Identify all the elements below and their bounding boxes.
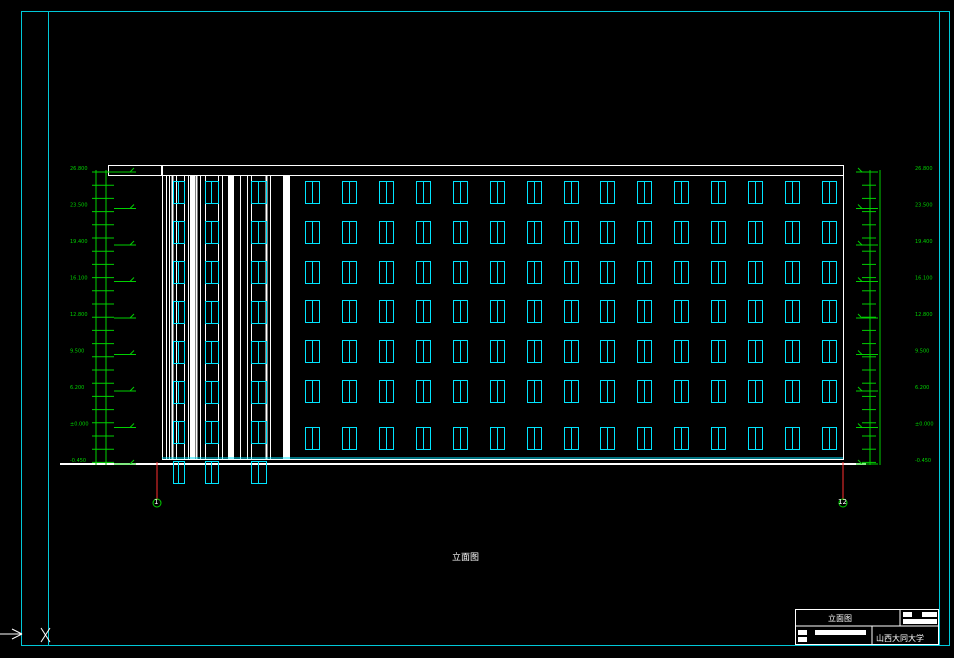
outer-frame	[21, 11, 950, 646]
drawing-title: 立面图	[452, 553, 480, 563]
elevation-left-label: ±0.000	[70, 422, 89, 428]
elevation-left-label: 16.100	[70, 276, 88, 282]
core-white-pier	[284, 175, 290, 460]
title-block-title: 立面图	[828, 614, 852, 623]
elevation-right-label: 9.500	[915, 349, 929, 355]
level-marker	[129, 167, 135, 173]
level-marker	[857, 204, 863, 209]
ucs-icon-arrow	[11, 633, 23, 640]
axis-label-left: 1	[154, 498, 159, 506]
tb-cell	[798, 637, 807, 642]
inner-frame	[48, 11, 940, 646]
level-marker	[857, 459, 863, 465]
axis-bubble-left	[152, 498, 162, 508]
level-marker	[129, 204, 135, 209]
elevation-right-label: 26.800	[915, 166, 933, 172]
parapet-left-ext	[108, 165, 162, 176]
level-marker	[129, 423, 135, 428]
elevation-right-label: ±0.000	[915, 422, 934, 428]
title-block	[795, 609, 939, 645]
building-outline	[162, 175, 844, 460]
core-white-pier	[190, 175, 195, 460]
level-marker	[857, 313, 863, 319]
level-marker	[857, 277, 863, 282]
level-marker	[129, 350, 135, 355]
tb-cell	[903, 619, 937, 624]
elevation-left-label: -0.450	[70, 458, 86, 464]
elevation-left-label: 9.500	[70, 349, 84, 355]
elevation-left-label: 26.800	[70, 166, 88, 172]
axis-bubble-right	[838, 498, 848, 508]
level-marker	[857, 386, 863, 392]
title-block-school: 山西大同大学	[876, 634, 924, 643]
axis-label-right: 12	[838, 498, 847, 506]
parapet	[162, 165, 844, 176]
ucs-icon-x	[40, 627, 51, 643]
elevation-left-label: 19.400	[70, 239, 88, 245]
level-marker	[129, 277, 135, 282]
tb-cell	[922, 612, 937, 617]
elevation-right-label: 12.800	[915, 312, 933, 318]
level-marker	[857, 240, 863, 246]
core-white-pier	[228, 175, 233, 460]
level-marker	[129, 459, 135, 465]
level-marker	[129, 386, 135, 392]
elevation-right-label: -0.450	[915, 458, 931, 464]
elevation-right-label: 23.500	[915, 203, 933, 209]
elevation-left-label: 12.800	[70, 312, 88, 318]
elevation-left-label: 23.500	[70, 203, 88, 209]
tb-cell	[903, 612, 912, 617]
elevation-left-label: 6.200	[70, 385, 84, 391]
elevation-right-label: 16.100	[915, 276, 933, 282]
elevation-right-label: 6.200	[915, 385, 929, 391]
ucs-icon-arrow	[11, 628, 23, 635]
level-marker	[129, 240, 135, 246]
level-marker	[857, 350, 863, 355]
tb-bar	[815, 630, 866, 635]
elevation-right-label: 19.400	[915, 239, 933, 245]
level-marker	[129, 313, 135, 319]
tb-cell	[798, 630, 807, 635]
level-marker	[857, 423, 863, 428]
level-marker	[857, 167, 863, 173]
